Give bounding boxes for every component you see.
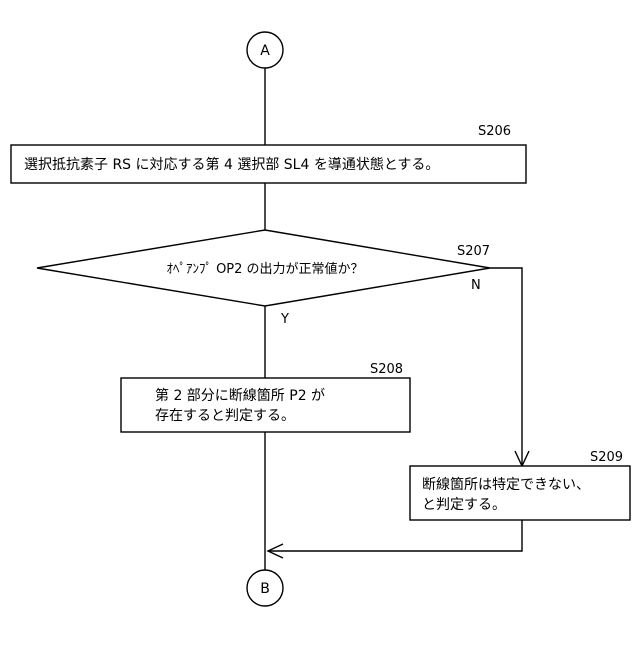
connector-a-label: A xyxy=(260,43,270,59)
step-s208-id: S208 xyxy=(370,362,403,377)
step-s206-text: 選択抵抗素子 RS に対応する第 4 選択部 SL4 を導通状態とする。 xyxy=(24,156,439,173)
step-s206: S206 選択抵抗素子 RS に対応する第 4 選択部 SL4 を導通状態とする… xyxy=(11,124,526,183)
step-s207-no-label: N xyxy=(471,278,481,293)
step-s208-line-1: 第 2 部分に断線箇所 P2 が xyxy=(155,387,325,404)
step-s207-id: S207 xyxy=(457,244,490,259)
flow-line-s207-no-branch xyxy=(490,268,522,466)
step-s206-id: S206 xyxy=(478,124,511,139)
flow-line-s209-return xyxy=(268,520,522,551)
connector-b-label: B xyxy=(260,581,270,597)
step-s207-text: ｵﾍﾟｱﾝﾌﾟ OP2 の出力が正常値か？ xyxy=(166,261,363,277)
step-s207-yes-label: Y xyxy=(280,312,289,327)
connector-a: A xyxy=(247,32,283,68)
connector-b: B xyxy=(247,570,283,606)
step-s208-line-2: 存在すると判定する。 xyxy=(155,408,295,424)
step-s209-line-1: 断線箇所は特定できない、 xyxy=(422,476,590,493)
step-s209-id: S209 xyxy=(590,450,623,465)
step-s207: S207 ｵﾍﾟｱﾝﾌﾟ OP2 の出力が正常値か？ N Y xyxy=(37,230,490,327)
step-s209-line-2: と判定する。 xyxy=(422,497,506,513)
